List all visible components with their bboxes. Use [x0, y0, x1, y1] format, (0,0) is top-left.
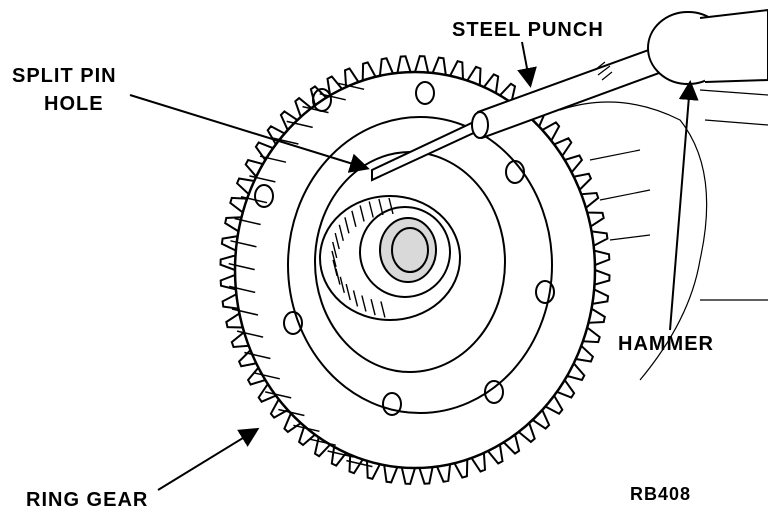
ring-gear [219, 55, 611, 485]
label-ring-gear: RING GEAR [26, 489, 148, 511]
steel-punch-arrow [517, 41, 537, 88]
hammer-arrow [669, 80, 699, 331]
side-bearing [319, 195, 461, 321]
bolt-holes [254, 81, 555, 416]
label-split-pin-hole-line2: HOLE [44, 93, 104, 115]
gear-tooth-depth-lines [228, 82, 373, 468]
label-steel-punch: STEEL PUNCH [452, 19, 604, 41]
ring-gear-rim [233, 70, 597, 470]
ring-gear-arrow [157, 427, 260, 491]
split-pin-hole-arrow [129, 94, 370, 173]
housing-background [559, 89, 768, 381]
callout-arrows [129, 41, 699, 491]
label-split-pin-hole: SPLIT PIN [12, 65, 117, 87]
label-hammer: HAMMER [618, 333, 714, 355]
hammer [647, 8, 768, 85]
figure-code: RB408 [630, 484, 691, 504]
